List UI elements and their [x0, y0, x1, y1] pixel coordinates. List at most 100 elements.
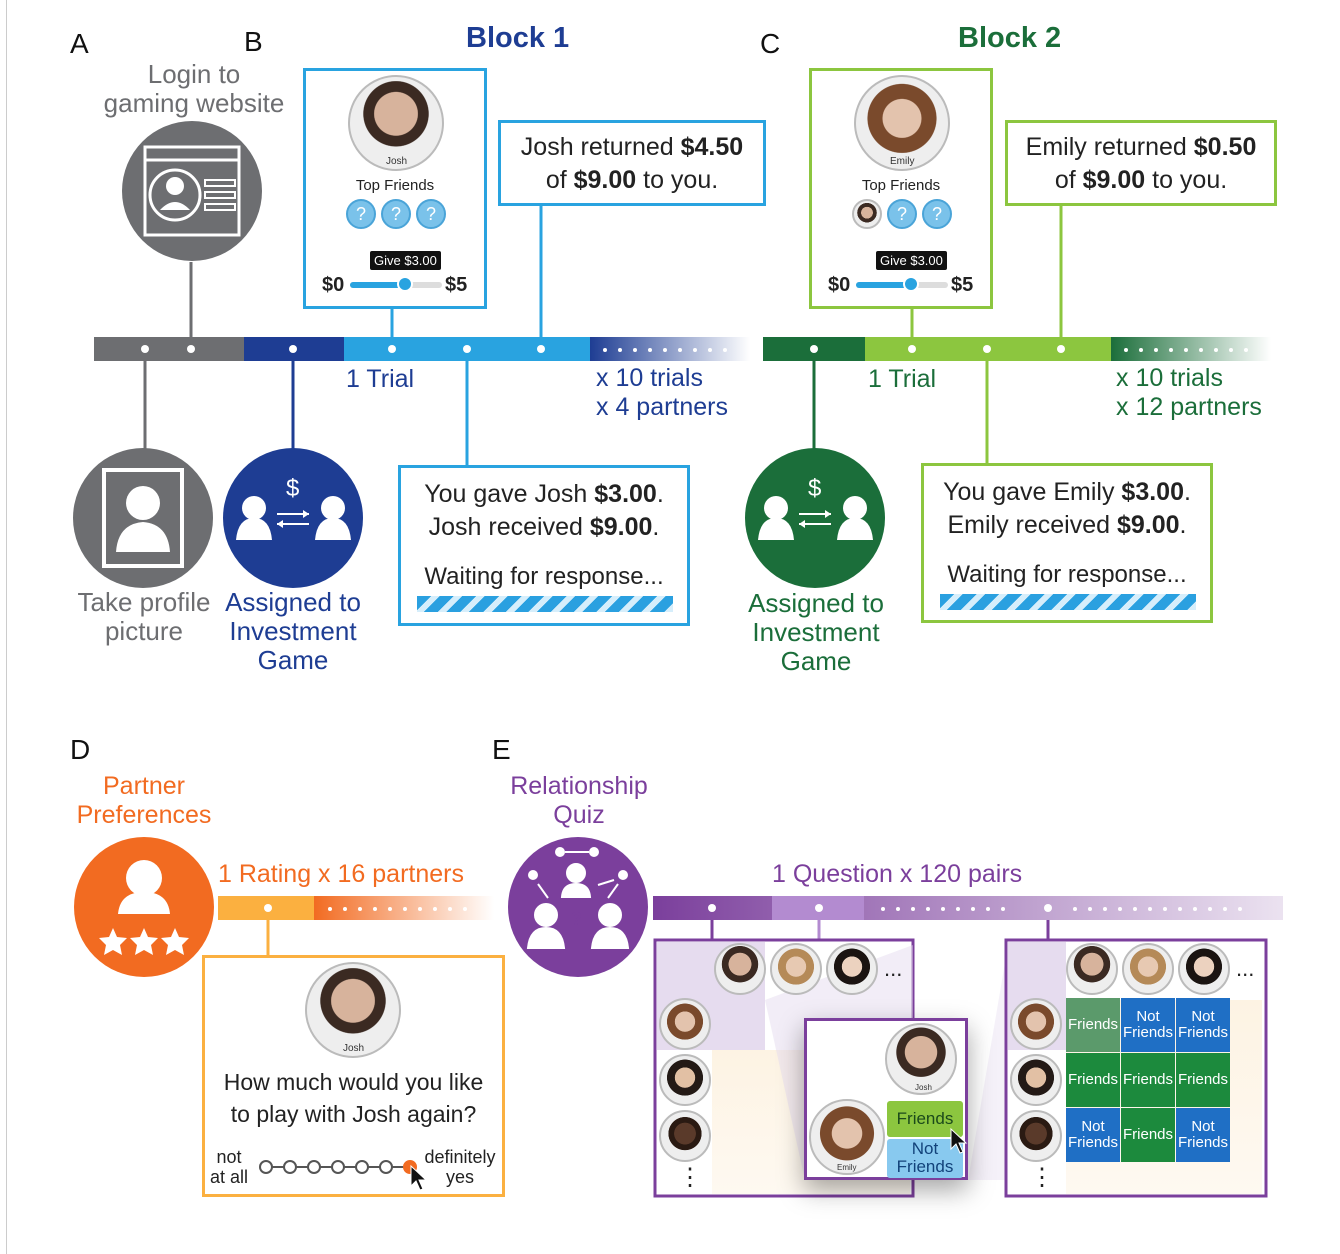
relationship-quiz-title: Relationship Quiz: [500, 772, 658, 830]
pair-photo-josh: Josh: [885, 1023, 957, 1095]
investment-game-icon-b: [223, 448, 363, 588]
col-photo-josh: [714, 943, 766, 995]
returned-line2: of $9.00 to you.: [545, 166, 719, 194]
give-tooltip: Give $3.00: [370, 251, 441, 270]
rating-point-2[interactable]: [283, 1160, 297, 1174]
not-friends-button[interactable]: Not Friends: [887, 1139, 963, 1178]
assigned-line2: Investment: [229, 616, 357, 646]
rating-scale[interactable]: [259, 1159, 417, 1175]
pair-photo-emily: Emily: [809, 1099, 885, 1175]
question-label: 1 Question x 120 pairs: [772, 860, 1023, 888]
relationship-quiz-line1: Relationship: [510, 772, 648, 800]
col-photo-brittany: [1178, 943, 1230, 995]
grid-cell-friends: Friends: [1121, 1108, 1175, 1162]
repeat-label-c: x 10 trials x 12 partners: [1116, 364, 1262, 422]
partner-photo-emily: Emily: [854, 75, 950, 171]
rating-point-5[interactable]: [355, 1160, 369, 1174]
repeat-trials-b: x 10 trials: [596, 364, 703, 392]
login-label: Login to gaming website: [92, 60, 296, 118]
friends-button[interactable]: Friends: [887, 1101, 963, 1137]
login-label-line1: Login to: [147, 59, 241, 89]
trial-label-b: 1 Trial: [346, 365, 415, 393]
partner-photo-caption: Emily: [890, 156, 915, 167]
scale-right-label: definitely yes: [417, 1147, 503, 1187]
unknown-friend-icon: ?: [416, 199, 446, 229]
partner-preferences-title: Partner Preferences: [64, 772, 224, 830]
returned-line1: Josh returned $4.50: [520, 133, 744, 161]
returned-line1: Emily returned $0.50: [1025, 133, 1257, 161]
pair-photo-caption: Emily: [837, 1163, 857, 1172]
slider-max-label: $5: [951, 274, 974, 296]
grid-cell-friends: Friends: [1066, 998, 1120, 1052]
figure-border: [6, 0, 7, 1254]
row-photo-andrew: [659, 1110, 711, 1162]
give-slider-track[interactable]: [856, 276, 948, 292]
unknown-friend-icon: ?: [922, 199, 952, 229]
dollar-icon-c: $: [808, 475, 822, 502]
col-photo-josh: [1066, 943, 1118, 995]
timeline-e-segment: [653, 896, 1283, 920]
give-slider-track[interactable]: [350, 276, 442, 292]
col-photo-ashley: [1122, 943, 1174, 995]
repeat-partners-b: x 4 partners: [596, 393, 729, 421]
pair-photo-caption: Josh: [915, 1083, 932, 1092]
returned-line2: of $9.00 to you.: [1054, 166, 1228, 194]
assigned-line3: Game: [780, 646, 852, 676]
give-slider-knob[interactable]: [903, 276, 920, 292]
block2-title: Block 2: [958, 22, 1062, 54]
gave-box-b: You gave Josh $3.00. Josh received $9.00…: [398, 465, 690, 626]
rating-question-line2: to play with Josh again?: [230, 1101, 477, 1127]
scale-left-label: not at all: [205, 1147, 253, 1187]
repeat-trials-c: x 10 trials: [1116, 364, 1223, 392]
slider-max-label: $5: [445, 274, 468, 296]
gave-line1: You gave Emily $3.00.: [943, 478, 1191, 506]
profile-label-line1: Take profile: [77, 587, 211, 617]
block1-title: Block 1: [466, 22, 570, 54]
trial-label-c: 1 Trial: [868, 365, 937, 393]
grid-cell-friends: Friends: [1176, 1053, 1230, 1107]
login-website-icon: [122, 121, 262, 261]
waiting-progress-bar: [417, 596, 673, 612]
dollar-icon-b: $: [286, 475, 300, 502]
panel-label-d: D: [70, 734, 91, 765]
friend-photo-josh: [852, 199, 882, 229]
col-photo-brittany: [826, 943, 878, 995]
grid-cell-friends: Friends: [1121, 1053, 1175, 1107]
partner-card-c: Emily Top Friends ? ? Give $3.00 $0 $5: [809, 68, 993, 309]
partner-card-b: Josh Top Friends ? ? ? Give $3.00 $0 $5: [303, 68, 487, 309]
returned-box-c: Emily returned $0.50 of $9.00 to you.: [1005, 120, 1277, 206]
partner-photo-caption: Josh: [343, 1043, 365, 1054]
rating-question-line1: How much would you like: [223, 1069, 484, 1095]
give-slider-knob[interactable]: [397, 276, 414, 292]
panel-label-b: B: [244, 26, 263, 57]
scale-right-line2: yes: [445, 1167, 474, 1187]
waiting-progress-bar: [940, 594, 1196, 610]
gave-text: You gave Emily $3.00. Emily received $9.…: [924, 476, 1210, 542]
rating-point-4[interactable]: [331, 1160, 345, 1174]
partner-photo-josh: Josh: [348, 75, 444, 171]
unknown-friend-icon: ?: [887, 199, 917, 229]
row-photo-jessica: [1010, 1054, 1062, 1106]
relationship-quiz-icon: [508, 837, 648, 977]
give-slider-fill: [350, 282, 406, 288]
slider-min-label: $0: [828, 274, 851, 296]
row-ellipsis: ⋮: [678, 1164, 702, 1191]
row-photo-emily: [1010, 998, 1062, 1050]
row-photo-jessica: [659, 1054, 711, 1106]
give-tooltip: Give $3.00: [876, 251, 947, 270]
cursor-icon: [950, 1127, 968, 1154]
gave-line2: Emily received $9.00.: [947, 511, 1187, 539]
assigned-label-b: Assigned to Investment Game: [218, 588, 368, 675]
rating-point-1[interactable]: [259, 1160, 273, 1174]
relationship-quiz-line2: Quiz: [553, 801, 605, 829]
rating-point-6[interactable]: [379, 1160, 393, 1174]
rating-point-3[interactable]: [307, 1160, 321, 1174]
partner-preferences-line2: Preferences: [76, 801, 212, 829]
partner-preferences-line1: Partner: [103, 772, 185, 800]
slider-min-label: $0: [322, 274, 345, 296]
profile-label: Take profile picture: [66, 588, 222, 646]
row-photo-emily: [659, 998, 711, 1050]
